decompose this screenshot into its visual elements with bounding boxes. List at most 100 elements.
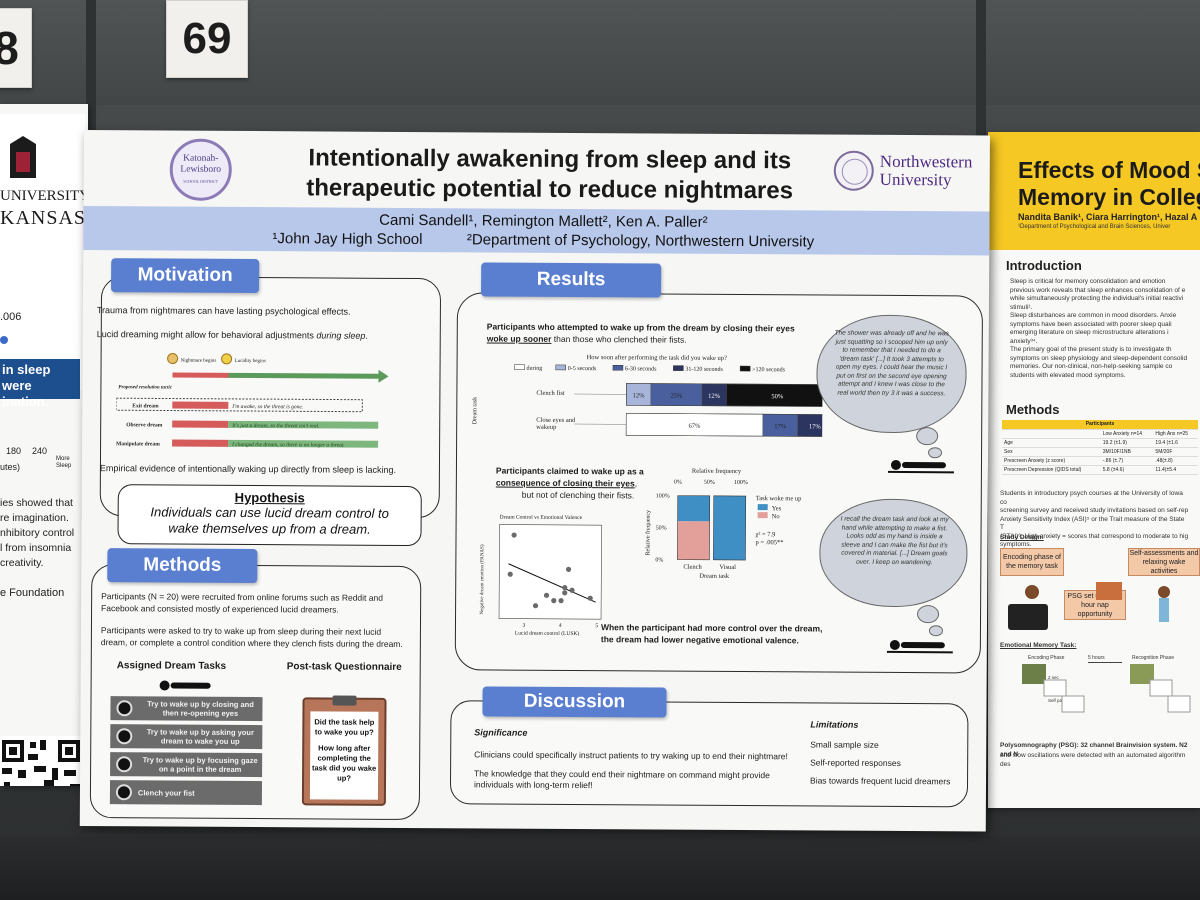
hypothesis-line2: wake themselves up from a dream.	[168, 520, 371, 537]
lying-person-icon	[159, 680, 211, 691]
left-body-line: l from insomnia	[0, 542, 72, 554]
fist-icon	[115, 784, 133, 801]
tick-180: 180	[6, 446, 22, 456]
right-intro-body: Sleep is critical for memory consolidati…	[1010, 278, 1200, 380]
p2-text: Lucid dreaming might allow for behaviora…	[96, 329, 317, 341]
table-cell: High Anx n=25	[1153, 429, 1198, 439]
intro-line: anxiety³⁴.	[1010, 337, 1038, 345]
scatter-point	[562, 585, 568, 591]
limitation-3: Bias towards frequent lucid dreamers	[810, 775, 951, 787]
bar-label: 67%	[689, 423, 702, 430]
limitation-2: Self-reported responses	[810, 757, 901, 769]
bar-label: 12%	[633, 392, 646, 399]
table-cell	[1002, 429, 1101, 439]
scatter-title: Dream Control vs Emotional Valence	[500, 515, 583, 522]
right-intro-heading: Introduction	[1006, 258, 1082, 273]
table-cell: 11.4(±5.4	[1153, 465, 1198, 475]
questionnaire-heading: Post-task Questionnaire	[286, 661, 402, 673]
finding-1-rest: than those who clenched their fists.	[551, 333, 687, 345]
task-clench-fist: Clench your fist	[109, 780, 263, 806]
task-close-eyes: Try to wake up by closing and then re-op…	[110, 696, 263, 722]
bar-outline	[625, 413, 823, 437]
methods-line: screening survey and received study invi…	[1000, 507, 1189, 514]
legend-label: during	[527, 366, 543, 372]
band-line2: ination.	[2, 394, 49, 409]
design-box-self-assessment: Self-assessments and relaxing wake activ…	[1128, 548, 1200, 576]
legend-swatch	[757, 504, 768, 511]
title-line2: therapeutic potential to reduce nightmar…	[306, 174, 794, 205]
methods-p1: Participants (N = 20) were recruited fro…	[101, 590, 383, 616]
left-blue-band: in sleep were ination.	[0, 359, 80, 409]
thought-bubble	[916, 427, 939, 446]
limitations-heading: Limitations	[810, 719, 859, 730]
more-sleep-label: More Sleep	[56, 456, 72, 469]
right-poster-authors: Nandita Banik¹, Ciara Harrington¹, Hazal…	[1018, 212, 1198, 222]
study-design-label: Study Design:	[1000, 534, 1044, 541]
finding-2-line2: consequence of closing their eyes,	[496, 477, 644, 490]
chart2-title: Relative frequency	[692, 468, 742, 475]
table-cell: 3M/10F/1NB	[1100, 447, 1154, 457]
legend-title: Task woke me up	[756, 495, 802, 502]
scatter-point	[562, 590, 568, 596]
uofa-line1: UNIVERSITY	[0, 188, 88, 204]
legend-swatch	[739, 365, 751, 372]
table-cell: .48(±.8)	[1153, 456, 1198, 466]
quote-cloud-1: The shower was already off and he was ju…	[816, 314, 967, 434]
right-methods-heading: Methods	[1006, 402, 1060, 417]
table-cell: Prescreen Depression (QIDS total)	[1002, 465, 1101, 475]
uofa-logo-area: UNIVERSITY KANSAS	[0, 114, 88, 390]
task-clench-fist-text: Clench your fist	[137, 787, 195, 798]
legend-label: 31-120 seconds	[685, 367, 723, 373]
eye-icon	[116, 700, 133, 717]
mouth-icon	[116, 728, 133, 745]
bar-label: 50%	[771, 393, 784, 400]
recognition-phase-label: Recognition Phase	[1132, 655, 1174, 661]
category-label: Close eyes and	[536, 417, 576, 424]
legend-label: 0-5 seconds	[568, 366, 597, 372]
y-tick: 100%	[656, 493, 670, 499]
methods-heading: Methods	[107, 548, 258, 584]
logo-line: Katonah-	[183, 153, 219, 164]
nu-line1: Northwestern	[879, 151, 973, 172]
left-body-text: ies showed that re imagination. nhibitor…	[0, 496, 84, 571]
methods-p1-line2: Facebook and consisted mostly of experie…	[101, 603, 339, 615]
scatter-point	[543, 592, 550, 598]
methods-line: Anxiety Sensitivity Index (ASI)⁵ or the …	[1000, 515, 1185, 532]
assigned-tasks-heading: Assigned Dream Tasks	[116, 660, 227, 672]
hypothesis-line1: Individuals can use lucid dream control …	[150, 504, 389, 521]
intro-line: emerging literature on sleep microstruct…	[1010, 329, 1169, 336]
table-header: Participants	[1002, 420, 1198, 430]
category-label: Clench fist	[536, 390, 565, 397]
main-poster: Katonah- Lewisboro SCHOOL DISTRICT Inten…	[79, 130, 990, 832]
left-body-line: re imagination.	[0, 512, 69, 524]
right-neighbor-poster: Effects of Mood S Memory in College Nand…	[988, 132, 1200, 808]
category-label: Visual	[719, 564, 736, 571]
legend-swatch	[757, 512, 768, 519]
exit-dream-label: Exit dream	[132, 403, 159, 409]
manipulate-dream-text: I changed the dream, so there is no long…	[231, 442, 345, 449]
nightmare-face-icon	[167, 353, 179, 365]
scatter-point	[569, 587, 575, 593]
chi-square-stat: χ² = 7.9	[756, 531, 776, 538]
intro-line: Sleep is critical for memory consolidati…	[1010, 278, 1166, 285]
significance-2-line2: individuals with long-term relief!	[473, 779, 593, 791]
category-label: Clench	[683, 564, 702, 571]
hours-label: 5 hours	[1088, 655, 1105, 661]
finding-1-line2: woke up sooner than those who clenched t…	[487, 332, 795, 346]
task-close-eyes-text: Try to wake up by closing and then re-op…	[147, 699, 254, 718]
methods-line: symptoms.	[1000, 541, 1032, 548]
intro-line: memories. Our non-clinical, non-help-see…	[1010, 363, 1173, 370]
motivation-p3: Empirical evidence of intentionally waki…	[99, 463, 397, 475]
no-segment	[677, 521, 710, 560]
finding-3-line2: the dream had lower negative emotional v…	[600, 634, 799, 646]
table-cell: Low Anxiety n=14	[1100, 429, 1154, 439]
chart1-ylabel: Dream task	[472, 397, 478, 425]
left-body-line: creativity.	[0, 557, 44, 569]
task-focus-gaze-text: Try to wake up by focusing gaze on a poi…	[142, 755, 258, 774]
affiliation-2: ²Department of Psychology, Northwestern …	[466, 231, 815, 251]
table-cell: Sex	[1002, 447, 1101, 457]
x-tick: 3	[522, 623, 525, 629]
intro-line: students with elevated mood symptoms.	[1010, 371, 1126, 379]
